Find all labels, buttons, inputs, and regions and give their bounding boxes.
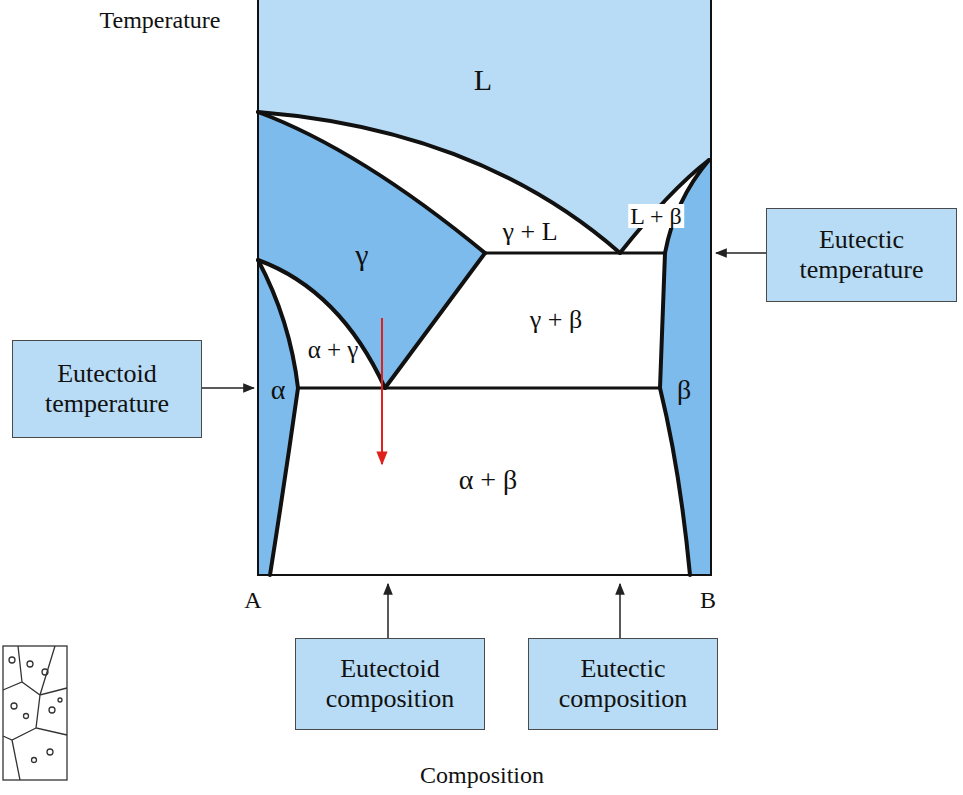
axis-end-label: B (700, 588, 716, 612)
liquid-region (258, 0, 711, 575)
particle (47, 749, 53, 755)
callout-text: Eutectic composition (539, 654, 707, 714)
particle (58, 698, 62, 702)
particle (32, 758, 37, 763)
phase-label: γ + β (530, 307, 582, 333)
particle (24, 714, 29, 719)
phase-boundaries (258, 112, 709, 575)
axis-end-label: A (244, 588, 261, 612)
phase-label: α (271, 376, 286, 404)
leader-arrow (716, 252, 766, 254)
two-phase-region (258, 112, 711, 575)
leader-arrows (200, 253, 766, 638)
axis-label: Composition (420, 763, 544, 787)
axis-line (257, 0, 259, 575)
callout-box: Eutectic temperature (766, 208, 957, 302)
phase-label: β (677, 376, 691, 404)
phase-label: L + β (628, 204, 684, 228)
solidus-line (258, 112, 485, 253)
axis-line (257, 574, 712, 576)
particle (42, 669, 48, 675)
particle (27, 661, 33, 667)
axis-label: Temperature (100, 8, 221, 32)
phase-label: γ + L (500, 219, 559, 245)
phase-label: α + γ (308, 337, 359, 362)
callout-box: Eutectoid composition (295, 638, 485, 730)
phase-label: α + β (459, 466, 518, 494)
alpha-region (258, 260, 298, 575)
callout-text: Eutectoid temperature (23, 359, 191, 419)
particle (9, 657, 15, 663)
solvus-line (258, 260, 298, 575)
eutectoid-line (298, 387, 660, 390)
axis-line (710, 0, 712, 575)
leader-arrow (200, 387, 254, 389)
particle (11, 703, 17, 709)
grain-boundaries (3, 646, 67, 780)
eutectic-line (485, 252, 665, 255)
sketch-frame (3, 646, 67, 780)
callout-box: Eutectic composition (528, 638, 718, 730)
cooling-arrow (381, 318, 383, 464)
phase-label: γ (355, 240, 368, 270)
particle (49, 707, 55, 713)
phase-label: L (474, 65, 492, 95)
solvus-line (385, 253, 485, 388)
leader-arrow (387, 584, 389, 638)
leader-arrow (619, 584, 621, 638)
liquidus-line (620, 160, 709, 253)
solvus-line (258, 260, 385, 388)
liquidus-line (258, 112, 620, 253)
callout-text: Eutectic temperature (777, 225, 946, 285)
microstructure-sketch (3, 646, 67, 780)
callout-box: Eutectoid temperature (12, 340, 202, 438)
callout-text: Eutectoid composition (306, 654, 474, 714)
